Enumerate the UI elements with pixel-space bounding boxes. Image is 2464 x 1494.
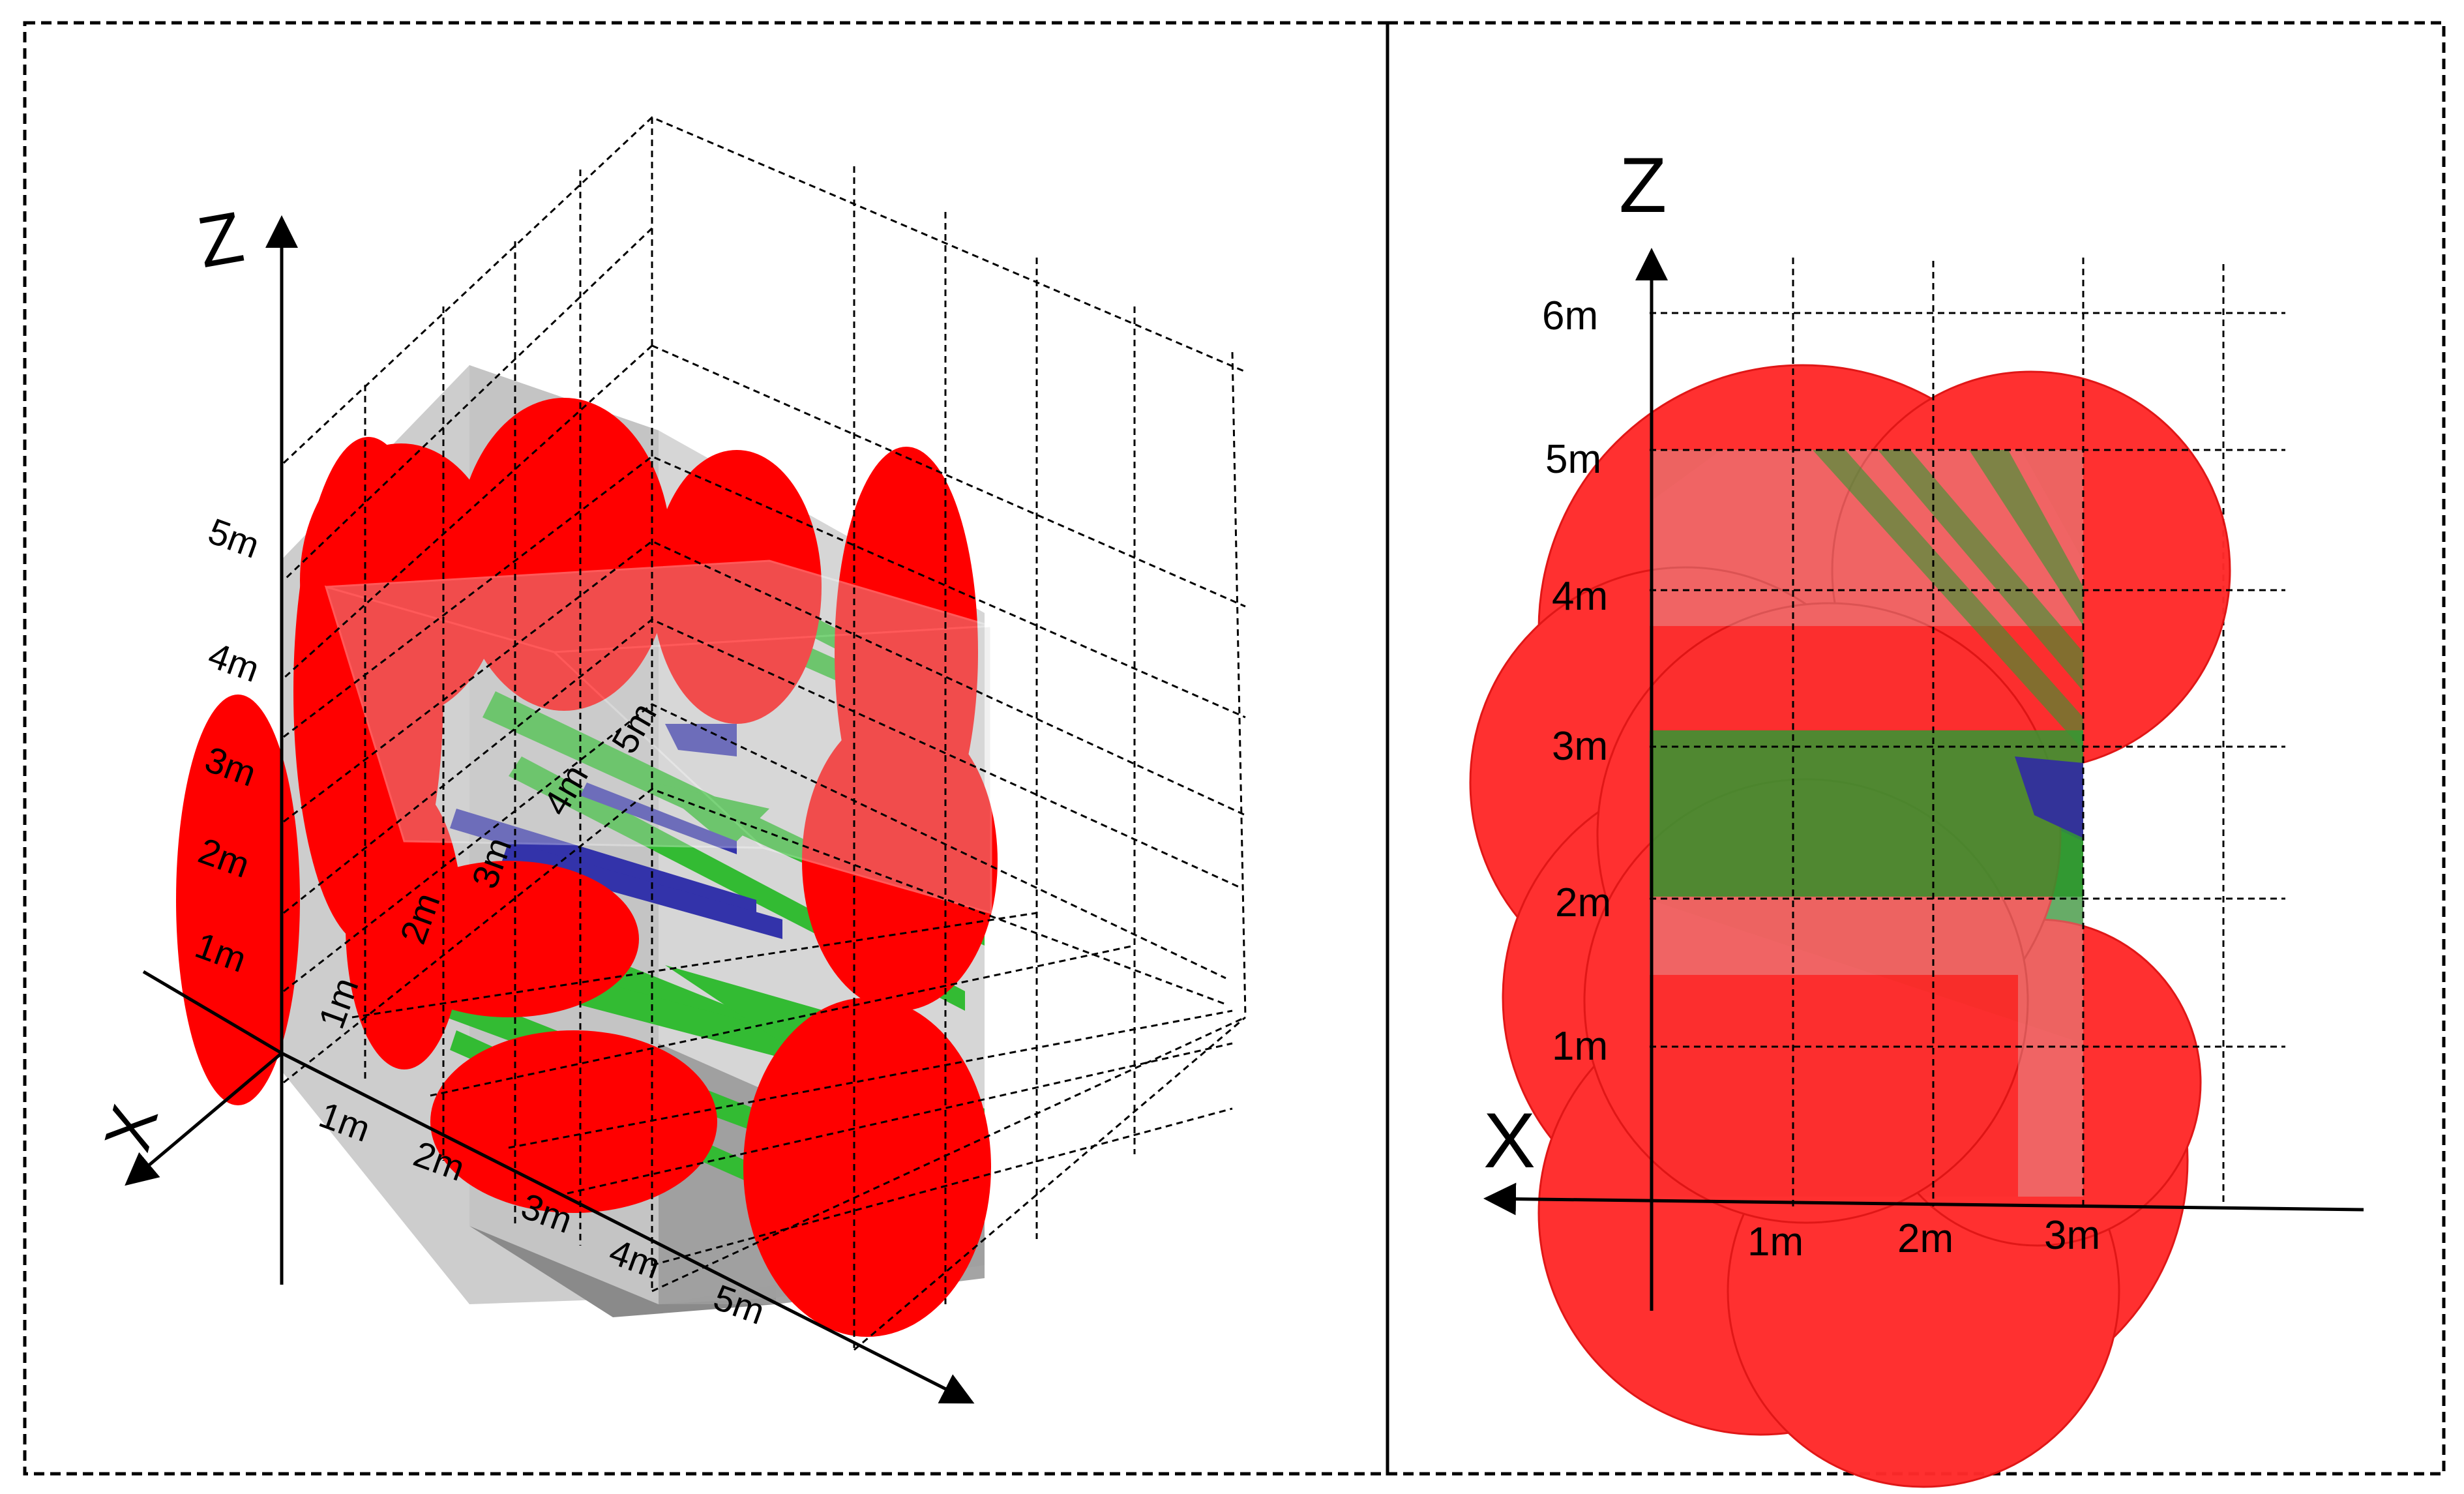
grid-2d-top [1650, 258, 2285, 1206]
z-tick-label: 6m [1542, 293, 1598, 338]
z-tick-label: 4m [1552, 574, 1608, 619]
sphere [300, 443, 502, 717]
left-x-axis-label: X [91, 1098, 172, 1158]
x-tick-label: 1m [1747, 1219, 1803, 1264]
left-axes [125, 215, 975, 1404]
height-label: 4m [203, 634, 265, 690]
left-z-axis-label: Z [192, 196, 249, 283]
blue-fractures [450, 724, 782, 939]
left-3d-view: Z X 1m 2m 3m 4m 5m 1m 2m 3m 4m 5m 1m 2m … [91, 116, 1247, 1404]
right-z-tick-labels: 1m 2m 3m 4m 5m 6m [1542, 293, 1611, 1069]
right-x-axis-line [1483, 1182, 2364, 1216]
block-overlay-2d [1650, 450, 2083, 1197]
sphere [456, 398, 672, 711]
sphere [802, 711, 998, 1011]
right-x-tick-labels: 1m 2m 3m [1747, 1213, 2100, 1264]
height-label: 5m [203, 510, 265, 566]
sphere [430, 1030, 717, 1213]
right-z-axis-label: Z [1619, 142, 1667, 229]
block-overlay [324, 560, 992, 914]
sphere [743, 998, 991, 1337]
right-x-axis-label: X [1483, 1097, 1536, 1184]
z-tick-label: 1m [1552, 1024, 1608, 1069]
x-axis-back-line [142, 970, 283, 1055]
sphere [652, 450, 822, 724]
z-tick-label: 5m [1545, 437, 1601, 482]
red-spheres [176, 398, 998, 1337]
x-tick-label: 3m [2044, 1213, 2100, 1258]
sphere [176, 695, 300, 1105]
right-2d-view: Z X 1m 2m 3m 4m 5m 6m 1m 2m 3m [1469, 142, 2364, 1488]
right-axes [1483, 248, 2364, 1311]
z-tick-label: 3m [1552, 724, 1608, 769]
x-axis-line [125, 1052, 283, 1186]
depth-axis-line [280, 1051, 975, 1404]
grid-3d [282, 116, 1247, 1351]
x-tick-label: 2m [1897, 1216, 1953, 1261]
z-tick-label: 2m [1555, 880, 1611, 925]
